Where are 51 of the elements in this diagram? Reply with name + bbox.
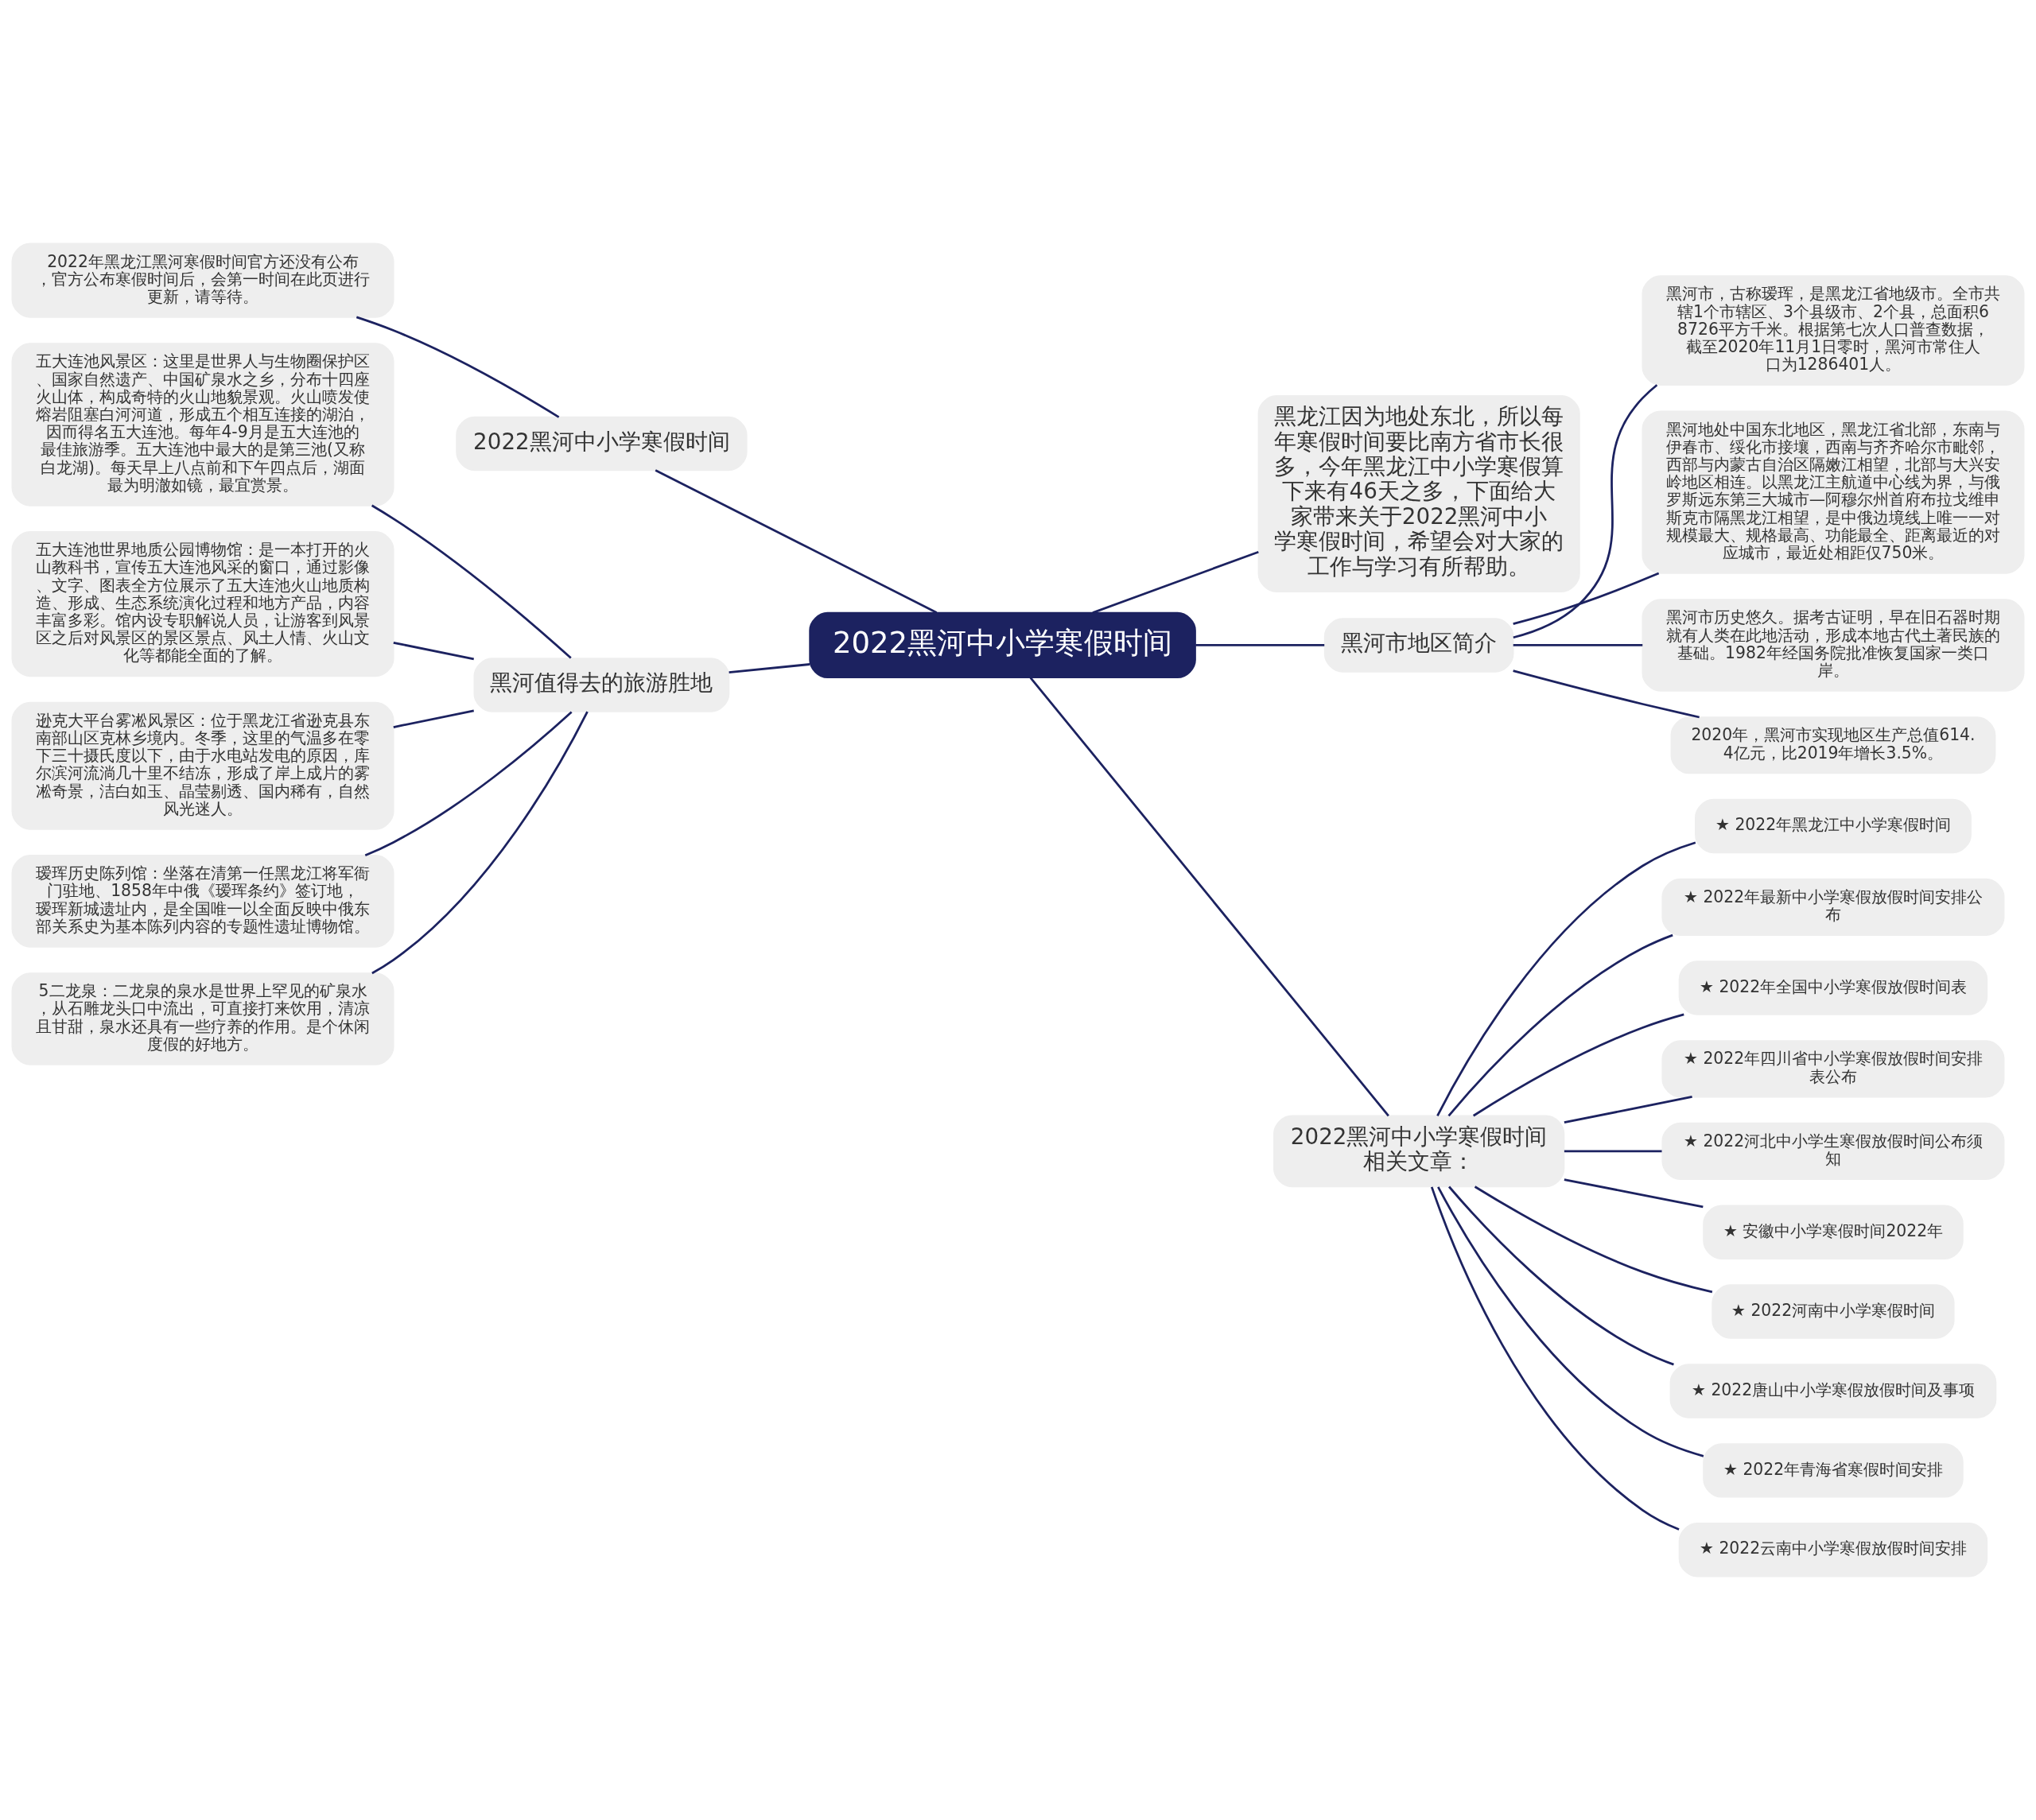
node-box: 2022黑河中小学寒假时间相关文章： [1273, 1115, 1565, 1188]
connector [1436, 841, 1696, 1116]
connector [655, 469, 938, 614]
connector [1029, 677, 1389, 1117]
node-box: ★ 2022年青海省寒假时间安排 [1703, 1443, 1964, 1498]
connector [1430, 1186, 1680, 1531]
node-box: ★ 2022年黑龙江中小学寒假时间 [1695, 798, 1972, 854]
connector [1447, 933, 1673, 1117]
connector [1437, 1186, 1704, 1457]
connector [1448, 1186, 1674, 1366]
node-box: 2022黑河中小学寒假时间 [456, 416, 748, 471]
node-box: 2022年黑龙江黑河寒假时间官方还没有公布，官方公布寒假时间后，会第一时间在此页进行更新，请等待。 [11, 243, 394, 318]
connector [371, 711, 589, 975]
node-box: 黑河值得去的旅游胜地 [473, 658, 730, 712]
connector [393, 709, 474, 728]
connector [371, 504, 572, 659]
node-box: ★ 2022唐山中小学寒假放假时间及事项 [1669, 1364, 1997, 1418]
node-box: 黑河市历史悠久。据考古证明，早在旧石器时期就有人类在此地活动，形成本地古代土著民族的基础。1982年经国务院批准恢复国家一类口岸。 [1642, 599, 2025, 692]
node-box: ★ 2022云南中小学寒假放假时间安排 [1678, 1523, 1988, 1577]
node-box: 2022黑河中小学寒假时间 [809, 611, 1196, 679]
node-box: 黑河地处中国东北地区，黑龙江省北部，东南与伊春市、绥化市接壤，西南与齐齐哈尔市毗邻，西部与内蒙古自治区隔嫩江相望，北部与大兴安岭地区相连。以黑龙江主航道中心线为界，与俄罗斯远东第三大城市—阿穆尔州首府布拉戈维申斯克市隔黑龙江相望，是中俄边境线上唯一一对规模最大、规格最高、功能最全、距离最近的对应城市，最近处相距仅750米。 [1642, 410, 2025, 574]
node-box: 五大连池风景区：这里是世界人与生物圈保护区、国家自然遗产、中国矿泉水之乡，分布十四座火山体，构成奇特的火山地貌景观。火山喷发使熔岩阻塞白河河道，形成五个相互连接的湖泊，因而得名五大连池。每年4-9月是五大连池的最佳旅游季。五大连池中最大的是第三池(又称白龙湖)。每天早上八点前和下午四点后，湖面最为明澈如镜，最宜赏景。 [11, 343, 394, 506]
node-box: ★ 2022年最新中小学寒假放假时间安排公布 [1661, 878, 2005, 936]
connector [1195, 644, 1325, 646]
connector [356, 316, 560, 418]
connector [1092, 550, 1259, 614]
node-box: 黑河市，古称瑷珲，是黑龙江省地级市。全市共辖1个市辖区、3个县级市、2个县，总面积68726平方千米。根据第七次人口普查数据，截至2020年11月1日零时，黑河市常住人口为1286401人。 [1642, 275, 2025, 386]
connector [1564, 1096, 1692, 1124]
node-box: 黑河市地区简介 [1323, 618, 1514, 673]
node-box: 瑷珲历史陈列馆：坐落在清第一任黑龙江将军衙门驻地、1858年中俄《瑷珲条约》签订地，瑷珲新城遗址内，是全国唯一以全面反映中俄东部关系史为基本陈列内容的专题性遗址博物馆。 [11, 855, 394, 948]
connector [1513, 572, 1660, 625]
connector [1474, 1186, 1713, 1294]
node-box: 5二龙泉：二龙泉的泉水是世界上罕见的矿泉水，从石雕龙头口中流出，可直接打来饮用，清凉且甘甜，泉水还具有一些疗养的作用。是个休闲度假的好地方。 [11, 972, 394, 1065]
node-box: 黑龙江因为地处东北，所以每年寒假时间要比南方省市长很多，今年黑龙江中小学寒假算下来有46天之多，下面给大家带来关于2022黑河中小学寒假时间，希望会对大家的工作与学习有所帮助。 [1257, 394, 1580, 592]
node-box: 2020年，黑河市实现地区生产总值614.4亿元，比2019年增长3.5%。 [1670, 716, 1996, 774]
connector [1472, 1013, 1684, 1117]
connector [1564, 1178, 1704, 1209]
node-box: ★ 2022河北中小学生寒假放假时间公布须知 [1661, 1122, 2005, 1180]
connector [393, 641, 474, 661]
connector [729, 663, 810, 673]
node-box: 逊克大平台雾凇风景区：位于黑龙江省逊克县东南部山区克林乡境内。冬季，这里的气温多在零下三十摄氏度以下，由于水电站发电的原因，库尔滨河流淌几十里不结冻，形成了岸上成片的雾凇奇景，洁白如玉、晶莹剔透、国内稀有，自然风光迷人。 [11, 701, 394, 830]
connector [1513, 644, 1643, 646]
node-box: 五大连池世界地质公园博物馆：是一本打开的火山教科书，宣传五大连池风采的窗口，通过影像、文字、图表全方位展示了五大连池火山地质构造、形成、生态系统演化过程和地方产品，内容丰富多彩。馆内设专职解说人员，让游客到风景区之后对风景区的景区景点、风土人情、火山文化等都能全面的了解。 [11, 531, 394, 677]
connector [1513, 384, 1658, 639]
connector [1564, 1150, 1662, 1153]
node-box: ★ 安徽中小学寒假时间2022年 [1703, 1205, 1964, 1259]
node-box: ★ 2022年四川省中小学寒假放假时间安排表公布 [1661, 1040, 2005, 1098]
connector [364, 711, 573, 857]
node-box: ★ 2022河南中小学寒假时间 [1712, 1284, 1955, 1339]
connector [1513, 669, 1700, 719]
node-box: ★ 2022年全国中小学寒假放假时间表 [1678, 960, 1988, 1015]
